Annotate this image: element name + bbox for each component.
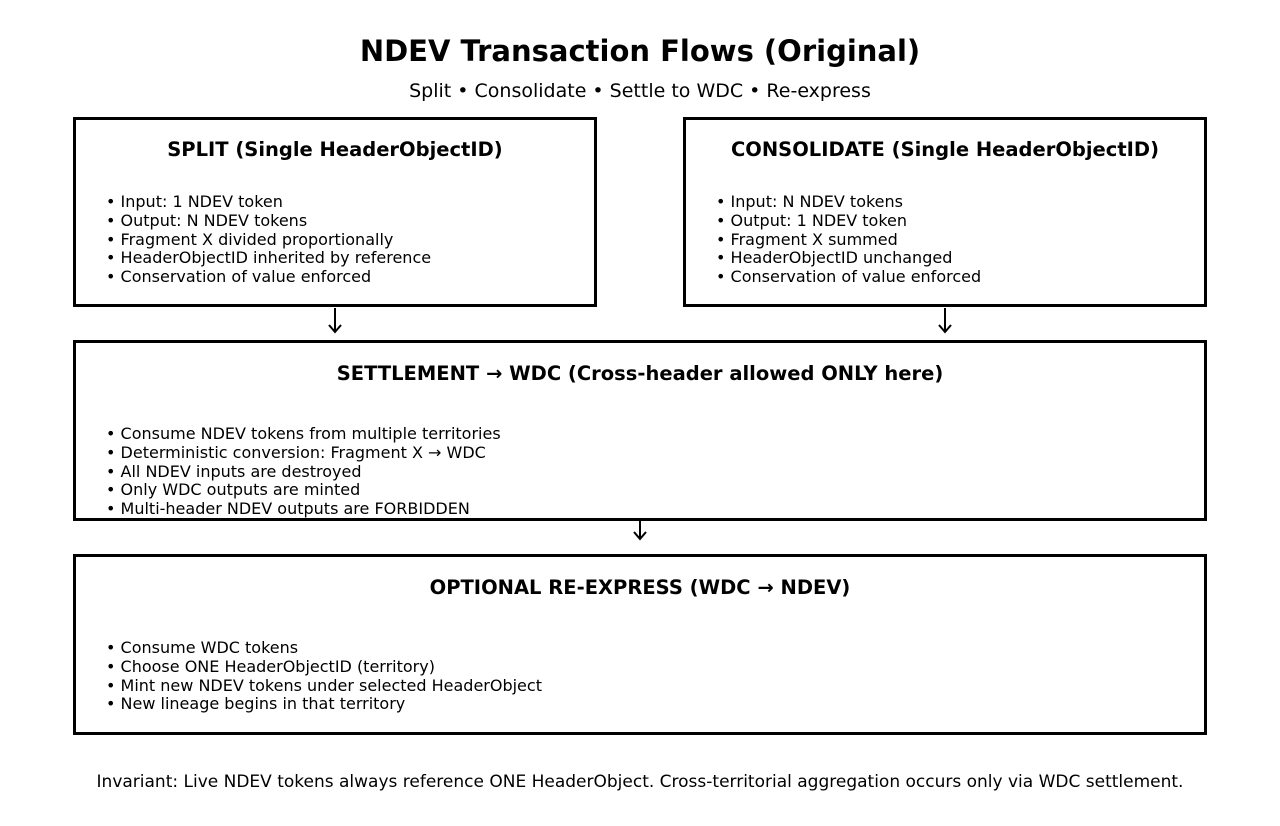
consolidate-box: CONSOLIDATE (Single HeaderObjectID) Inpu…: [683, 117, 1207, 307]
arrow-split-to-settlement: [328, 308, 342, 334]
list-item: HeaderObjectID inherited by reference: [106, 249, 432, 268]
arrow-consolidate-to-settlement: [938, 308, 952, 334]
diagram-title: NDEV Transaction Flows (Original): [359, 34, 921, 68]
list-item: Output: N NDEV tokens: [106, 211, 431, 231]
list-item: Input: 1 NDEV token: [106, 192, 431, 212]
consolidate-heading: CONSOLIDATE (Single HeaderObjectID): [730, 138, 1160, 161]
list-item: New lineage begins in that territory: [106, 695, 542, 714]
settlement-heading: SETTLEMENT → WDC (Cross-header allowed O…: [336, 362, 944, 385]
split-box: SPLIT (Single HeaderObjectID) Input: 1 N…: [73, 117, 597, 307]
list-item: Fragment X divided proportionally: [106, 230, 431, 250]
consolidate-list: Input: N NDEV tokens Output: 1 NDEV toke…: [716, 192, 982, 287]
list-item: Input: N NDEV tokens: [716, 192, 981, 212]
list-item: Consume WDC tokens: [106, 638, 542, 658]
list-item: Choose ONE HeaderObjectID (territory): [106, 657, 542, 677]
list-item: Multi-header NDEV outputs are FORBIDDEN: [106, 499, 501, 519]
list-item: Consume NDEV tokens from multiple territ…: [106, 424, 501, 444]
list-item: Conservation of value enforced: [716, 267, 982, 287]
list-item: Fragment X summed: [716, 230, 981, 250]
split-heading: SPLIT (Single HeaderObjectID): [167, 138, 503, 161]
settlement-list: Consume NDEV tokens from multiple territ…: [106, 424, 501, 519]
list-item: All NDEV inputs are destroyed: [106, 462, 501, 482]
list-item: Output: 1 NDEV token: [716, 211, 981, 231]
list-item: HeaderObjectID unchanged: [716, 249, 981, 268]
list-item: Mint new NDEV tokens under selected Head…: [106, 676, 542, 696]
reexpress-box: OPTIONAL RE-EXPRESS (WDC → NDEV) Consume…: [73, 554, 1207, 735]
reexpress-heading: OPTIONAL RE-EXPRESS (WDC → NDEV): [429, 576, 851, 599]
split-list: Input: 1 NDEV token Output: N NDEV token…: [106, 192, 432, 287]
arrow-settlement-to-reexpress: [633, 521, 647, 541]
list-item: Only WDC outputs are minted: [106, 481, 501, 500]
list-item: Deterministic conversion: Fragment X → W…: [106, 443, 501, 463]
diagram-subtitle: Split • Consolidate • Settle to WDC • Re…: [409, 80, 871, 102]
invariant-footer: Invariant: Live NDEV tokens always refer…: [96, 772, 1184, 792]
settlement-box: SETTLEMENT → WDC (Cross-header allowed O…: [73, 340, 1207, 521]
list-item: Conservation of value enforced: [106, 267, 431, 287]
reexpress-list: Consume WDC tokens Choose ONE HeaderObje…: [106, 638, 542, 714]
